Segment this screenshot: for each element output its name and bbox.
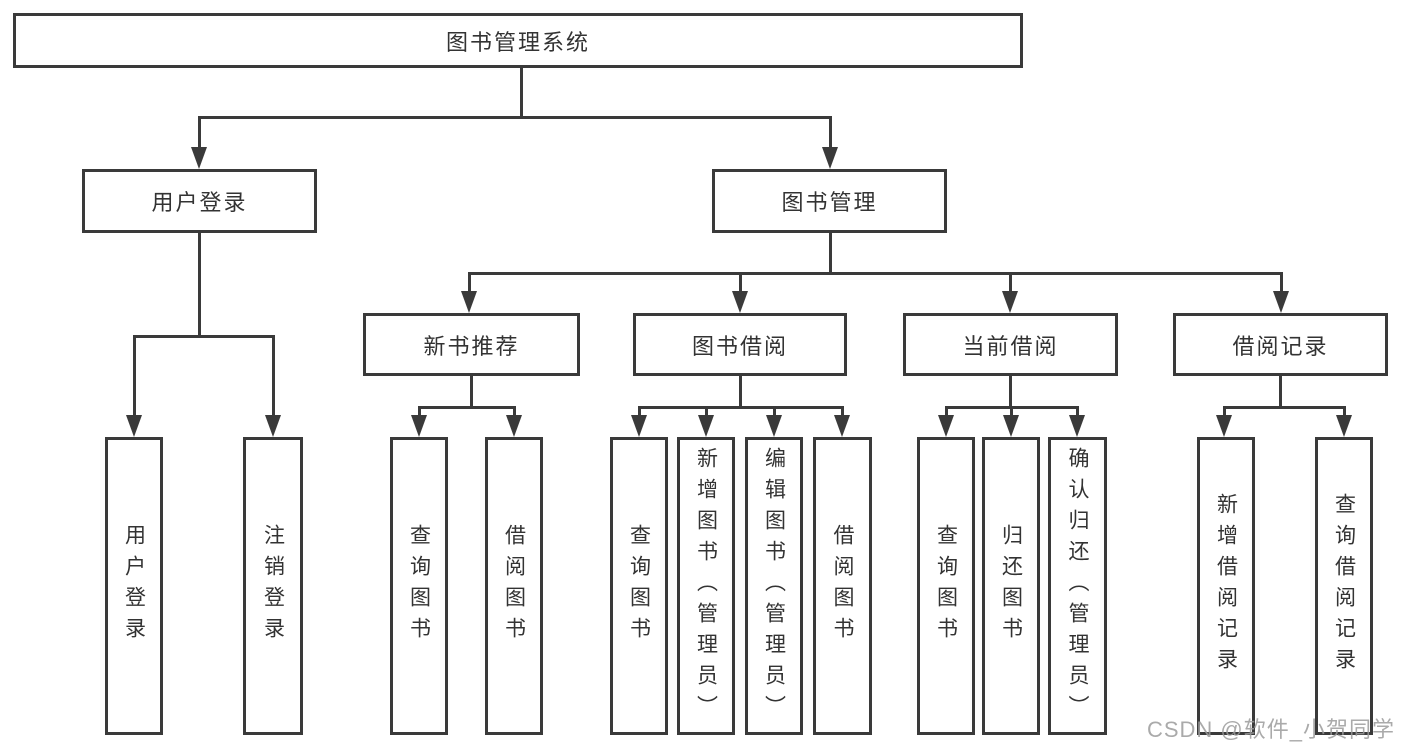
leaf-edit-books-admin-label: 编辑图书（管理员） xyxy=(762,446,786,726)
connector-line xyxy=(738,376,742,407)
node-library-system: 图书管理系统 xyxy=(13,13,1023,68)
connector-arrowhead-icon xyxy=(1216,415,1232,437)
connector-line xyxy=(704,407,708,421)
leaf-add-books-admin: 新增图书（管理员） xyxy=(677,437,735,735)
connector-arrowhead-icon xyxy=(631,415,647,437)
node-user-login-label: 用户登录 xyxy=(151,190,248,215)
connector-line xyxy=(944,407,948,421)
node-new-book-recommend-label: 新书推荐 xyxy=(423,333,520,359)
connector-arrowhead-icon xyxy=(461,291,477,313)
connector-arrowhead-icon xyxy=(191,147,207,169)
connector-arrowhead-icon xyxy=(126,415,142,437)
connector-line xyxy=(132,334,275,338)
leaf-add-books-admin-label: 新增图书（管理员） xyxy=(694,446,718,726)
connector-line xyxy=(417,407,421,421)
connector-line xyxy=(1278,376,1282,407)
connector-line xyxy=(417,405,516,409)
connector-line xyxy=(197,117,201,153)
connector-line xyxy=(519,68,523,117)
connector-arrowhead-icon xyxy=(698,415,714,437)
connector-line xyxy=(828,233,832,273)
leaf-return-books-label: 归还图书 xyxy=(999,524,1023,648)
leaf-query-books-2-label: 查询图书 xyxy=(627,524,651,648)
leaf-query-books-3-label: 查询图书 xyxy=(934,524,958,648)
node-current-borrowing-label: 当前借阅 xyxy=(962,333,1059,359)
connector-arrowhead-icon xyxy=(938,415,954,437)
node-borrow-records-label: 借阅记录 xyxy=(1232,333,1329,359)
connector-line xyxy=(271,336,275,421)
leaf-query-books-2: 查询图书 xyxy=(610,437,668,735)
connector-line xyxy=(1222,405,1346,409)
connector-arrowhead-icon xyxy=(766,415,782,437)
connector-line xyxy=(467,273,471,297)
leaf-confirm-return-admin-label: 确认归还（管理员） xyxy=(1066,446,1089,726)
connector-arrowhead-icon xyxy=(1002,291,1018,313)
connector-line xyxy=(1279,273,1283,297)
connector-arrowhead-icon xyxy=(411,415,427,437)
leaf-query-borrow-record-label: 查询借阅记录 xyxy=(1332,493,1356,679)
leaf-query-borrow-record: 查询借阅记录 xyxy=(1315,437,1373,735)
connector-arrowhead-icon xyxy=(1069,415,1085,437)
connector-line xyxy=(132,336,136,421)
leaf-borrow-books-1: 借阅图书 xyxy=(485,437,543,735)
connector-arrowhead-icon xyxy=(1336,415,1352,437)
connector-line xyxy=(1008,273,1012,297)
leaf-logout: 注销登录 xyxy=(243,437,303,735)
node-borrow-records: 借阅记录 xyxy=(1173,313,1388,376)
connector-arrowhead-icon xyxy=(265,415,281,437)
connector-arrowhead-icon xyxy=(732,291,748,313)
leaf-add-borrow-record-label: 新增借阅记录 xyxy=(1214,493,1238,679)
connector-line xyxy=(1075,407,1079,421)
leaf-logout-label: 注销登录 xyxy=(261,524,285,648)
connector-line xyxy=(197,233,201,336)
connector-arrowhead-icon xyxy=(1273,291,1289,313)
node-book-management: 图书管理 xyxy=(712,169,947,233)
node-book-borrowing: 图书借阅 xyxy=(633,313,847,376)
connector-line xyxy=(1222,407,1226,421)
node-library-system-label: 图书管理系统 xyxy=(445,29,590,55)
connector-line xyxy=(469,376,473,407)
connector-arrowhead-icon xyxy=(822,147,838,169)
connector-line xyxy=(512,407,516,421)
node-new-book-recommend: 新书推荐 xyxy=(363,313,580,376)
connector-line xyxy=(840,407,844,421)
connector-line xyxy=(637,405,844,409)
leaf-user-login: 用户登录 xyxy=(105,437,163,735)
connector-line xyxy=(467,271,1283,275)
leaf-return-books: 归还图书 xyxy=(982,437,1040,735)
connector-line xyxy=(1342,407,1346,421)
connector-arrowhead-icon xyxy=(834,415,850,437)
node-book-management-label: 图书管理 xyxy=(781,190,878,215)
leaf-query-books-1: 查询图书 xyxy=(390,437,448,735)
leaf-edit-books-admin: 编辑图书（管理员） xyxy=(745,437,803,735)
node-current-borrowing: 当前借阅 xyxy=(903,313,1118,376)
leaf-query-books-1-label: 查询图书 xyxy=(407,524,431,648)
connector-arrowhead-icon xyxy=(1003,415,1019,437)
connector-line xyxy=(738,273,742,297)
leaf-add-borrow-record: 新增借阅记录 xyxy=(1197,437,1255,735)
node-user-login: 用户登录 xyxy=(82,169,317,233)
csdn-watermark: CSDN @软件_小贺同学 xyxy=(1146,717,1395,742)
leaf-query-books-3: 查询图书 xyxy=(917,437,975,735)
connector-line xyxy=(828,117,832,153)
connector-line xyxy=(637,407,641,421)
leaf-borrow-books-1-label: 借阅图书 xyxy=(502,524,526,648)
connector-line xyxy=(1009,407,1013,421)
connector-arrowhead-icon xyxy=(506,415,522,437)
leaf-borrow-books-2-label: 借阅图书 xyxy=(831,524,854,648)
node-book-borrowing-label: 图书借阅 xyxy=(691,333,788,359)
connector-line xyxy=(197,115,832,119)
leaf-user-login-label: 用户登录 xyxy=(122,524,146,648)
leaf-confirm-return-admin: 确认归还（管理员） xyxy=(1048,437,1107,735)
leaf-borrow-books-2: 借阅图书 xyxy=(813,437,872,735)
connector-line xyxy=(772,407,776,421)
connector-line xyxy=(1008,376,1012,407)
